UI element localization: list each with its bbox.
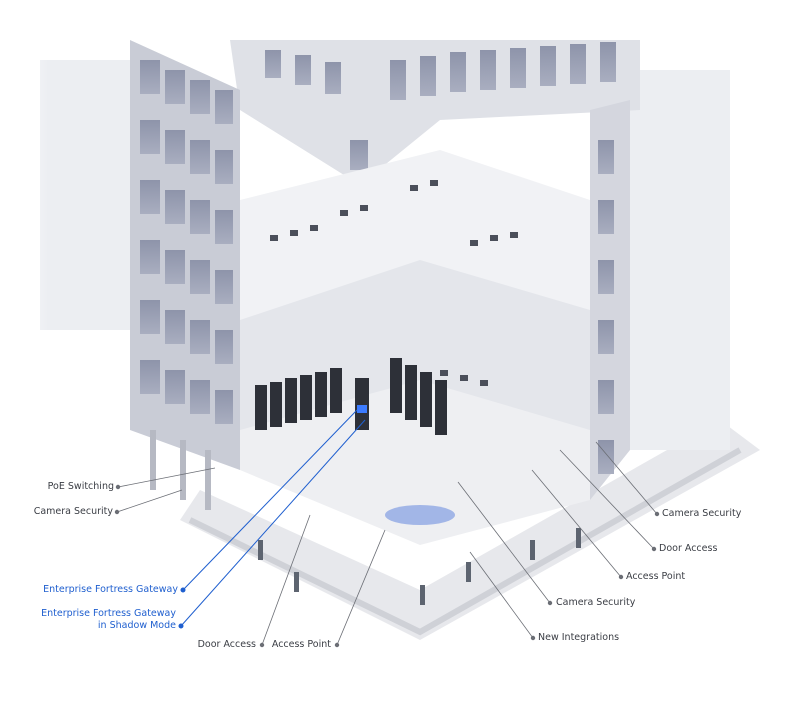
gateway-leader-lines [178,409,366,629]
label-camera-security-left: Camera Security [33,506,113,517]
leader-lines [114,441,660,648]
reception-desk [385,505,455,525]
columns [150,430,211,510]
label-gateway-shadow-line2: in Shadow Mode [97,620,176,631]
server-floor [240,260,590,450]
gateway-glow [357,405,367,413]
lobby-floor [240,380,590,545]
label-camera-security-right: Camera Security [662,508,742,519]
label-door-access-right: Door Access [659,543,718,554]
label-gateway-shadow-line1: Enterprise Fortress Gateway [41,608,176,619]
label-new-integrations: New Integrations [538,632,620,643]
left-tower-windows [140,60,233,424]
label-door-access-bottom: Door Access [197,639,256,650]
label-poe-switching: PoE Switching [47,481,114,492]
label-gateway-shadow-mode: Enterprise Fortress Gateway in Shadow Mo… [41,608,176,632]
trees [258,528,581,605]
label-access-point-right: Access Point [626,571,686,582]
right-wing [630,70,730,450]
server-racks [255,358,447,435]
label-camera-security-bottom: Camera Security [556,597,636,608]
workstations [270,180,518,386]
upper-windows [265,42,616,170]
label-enterprise-fortress-gateway: Enterprise Fortress Gateway [43,584,178,595]
label-access-point-bottom: Access Point [271,639,331,650]
